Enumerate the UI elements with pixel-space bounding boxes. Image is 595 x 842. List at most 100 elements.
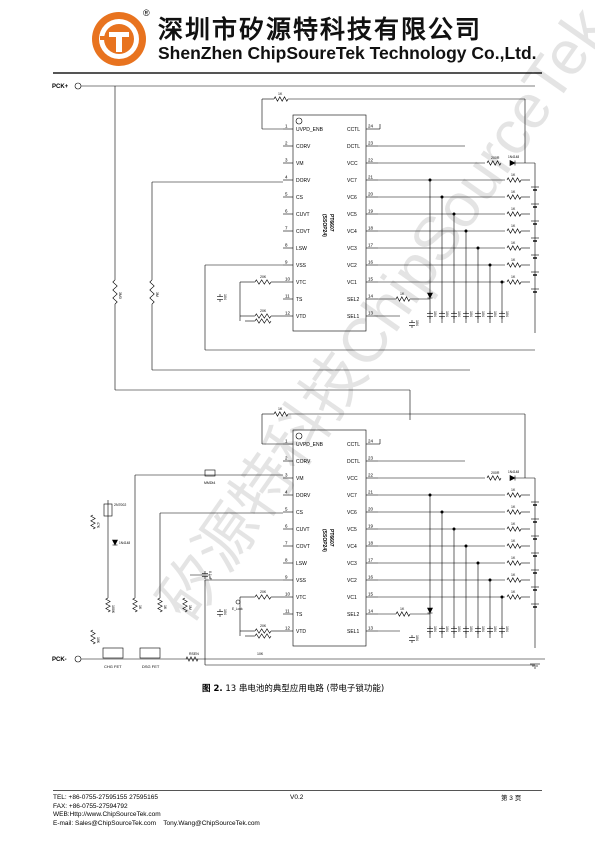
ic-chip-1 — [292, 114, 367, 332]
pin-number: 13 — [368, 626, 374, 631]
pin-label: CORV — [296, 459, 311, 465]
resistor — [506, 211, 522, 217]
pin-number: 23 — [368, 141, 374, 146]
ic-name: PT6607 — [328, 529, 334, 547]
pin-label: VTC — [296, 595, 306, 601]
resistor-value: 20K — [260, 309, 267, 313]
pin-number: 14 — [368, 609, 374, 614]
resistor-value: 1K — [163, 605, 167, 610]
footer-email[interactable]: E-mail: Sales@ChipSourceTek.com — [53, 819, 157, 827]
resistor — [506, 577, 522, 583]
pin-label: VCC — [347, 161, 358, 167]
e-lock-switch — [235, 599, 241, 605]
resistor — [254, 633, 272, 639]
capacitor-value: 104 — [493, 311, 497, 317]
capacitor-value: 104 — [469, 311, 473, 317]
company-name-en: ShenZhen ChipSoureTek Technology Co.,Ltd… — [158, 43, 537, 63]
pin-label: CORV — [296, 144, 311, 150]
resistor-value: 3M3 — [118, 292, 122, 299]
junction-dot — [500, 595, 504, 599]
pin-label: TS — [296, 297, 303, 303]
resistor-value: 3M — [155, 292, 159, 297]
resistor-value: 1K — [511, 539, 516, 543]
capacitor-value: 104 — [481, 626, 485, 632]
pck-plus-terminal — [74, 82, 82, 90]
ic-chip-2 — [292, 429, 367, 647]
dsg-fet-label: DSG FET — [142, 664, 160, 669]
resistor — [273, 411, 289, 417]
figure-caption: 图 2. 13 串电池的典型应用电路 (带电子锁功能) — [202, 682, 384, 694]
resistor-value: 200R — [491, 471, 500, 475]
junction-dot — [440, 510, 444, 514]
chg-fet — [102, 647, 124, 659]
mmdt-label: MMDt4 — [204, 481, 215, 485]
capacitor-value: 104 — [433, 626, 437, 632]
diode-label: 1N4148 — [508, 470, 519, 474]
pin-label: VSS — [296, 263, 307, 269]
capacitor-value: 104 — [457, 626, 461, 632]
pin-number: 17 — [368, 558, 374, 563]
junction-dot — [464, 229, 468, 233]
footer-email-2[interactable]: Tony.Wang@ChipSourceTek.com — [163, 819, 260, 827]
capacitor-value: 104 — [223, 294, 227, 300]
pin-label: DORV — [296, 178, 311, 184]
nmos-2n7002 — [103, 503, 113, 517]
pin-label: SEL1 — [347, 629, 359, 635]
pin-label: VTD — [296, 314, 306, 320]
pck-plus-label: PCK+ — [52, 84, 69, 90]
pin-number: 8 — [285, 558, 288, 563]
resistor — [254, 628, 272, 634]
registered-mark: ® — [143, 8, 150, 18]
resistor — [105, 597, 111, 613]
pin-number: 15 — [368, 277, 374, 282]
pin-label: VC3 — [347, 561, 357, 567]
pin-label: SEL1 — [347, 314, 359, 320]
pin-number: 20 — [368, 192, 374, 197]
resistor — [157, 597, 163, 613]
pin-number: 16 — [368, 260, 374, 265]
pin-number: 3 — [285, 158, 288, 163]
pin-label: CUVT — [296, 527, 310, 533]
pin-number: 24 — [368, 124, 374, 129]
resistor-value: 1K — [511, 258, 516, 262]
diode — [112, 539, 118, 546]
resistor-value: 100K — [111, 605, 115, 614]
resistor — [254, 313, 272, 319]
junction-dot — [488, 578, 492, 582]
company-logo — [92, 12, 146, 66]
resistor — [506, 245, 522, 251]
pin-number: 21 — [368, 175, 374, 180]
pck-minus-label: PCK- — [52, 657, 67, 663]
pin-label: LSW — [296, 561, 307, 567]
resistor-value: 1K — [511, 590, 516, 594]
pin-label: DCTL — [347, 459, 360, 465]
resistor — [486, 475, 502, 481]
capacitor-value: 104 — [505, 311, 509, 317]
capacitor-value: 104 — [445, 311, 449, 317]
junction-dot — [476, 246, 480, 250]
footer-rule — [53, 790, 542, 791]
pin-label: CUVT — [296, 212, 310, 218]
pin-label: LSW — [296, 246, 307, 252]
pin-number: 16 — [368, 575, 374, 580]
resistor-value: 20K — [260, 590, 267, 594]
footer-version: V0.2 — [290, 794, 304, 801]
footer-web[interactable]: WEB:Http://www.ChipSourceTek.com — [53, 811, 161, 818]
resistor-value: 1K — [400, 292, 405, 296]
footer-contact: TEL: +86-0755-27595155 27595165 FAX: +86… — [53, 794, 260, 828]
capacitor-value: 104 — [505, 626, 509, 632]
resistor-value: 1K — [511, 173, 516, 177]
capacitor-value: 104 — [415, 635, 419, 641]
capacitor-value: 104 — [469, 626, 473, 632]
resistor — [254, 279, 272, 285]
resistor — [506, 228, 522, 234]
resistor — [149, 279, 155, 305]
resistor — [506, 543, 522, 549]
resistor-value: 1K — [278, 407, 283, 411]
junction-dot — [500, 280, 504, 284]
resistor — [486, 160, 502, 166]
pin-number: 3 — [285, 473, 288, 478]
resistor-value: RSEN — [189, 652, 199, 656]
